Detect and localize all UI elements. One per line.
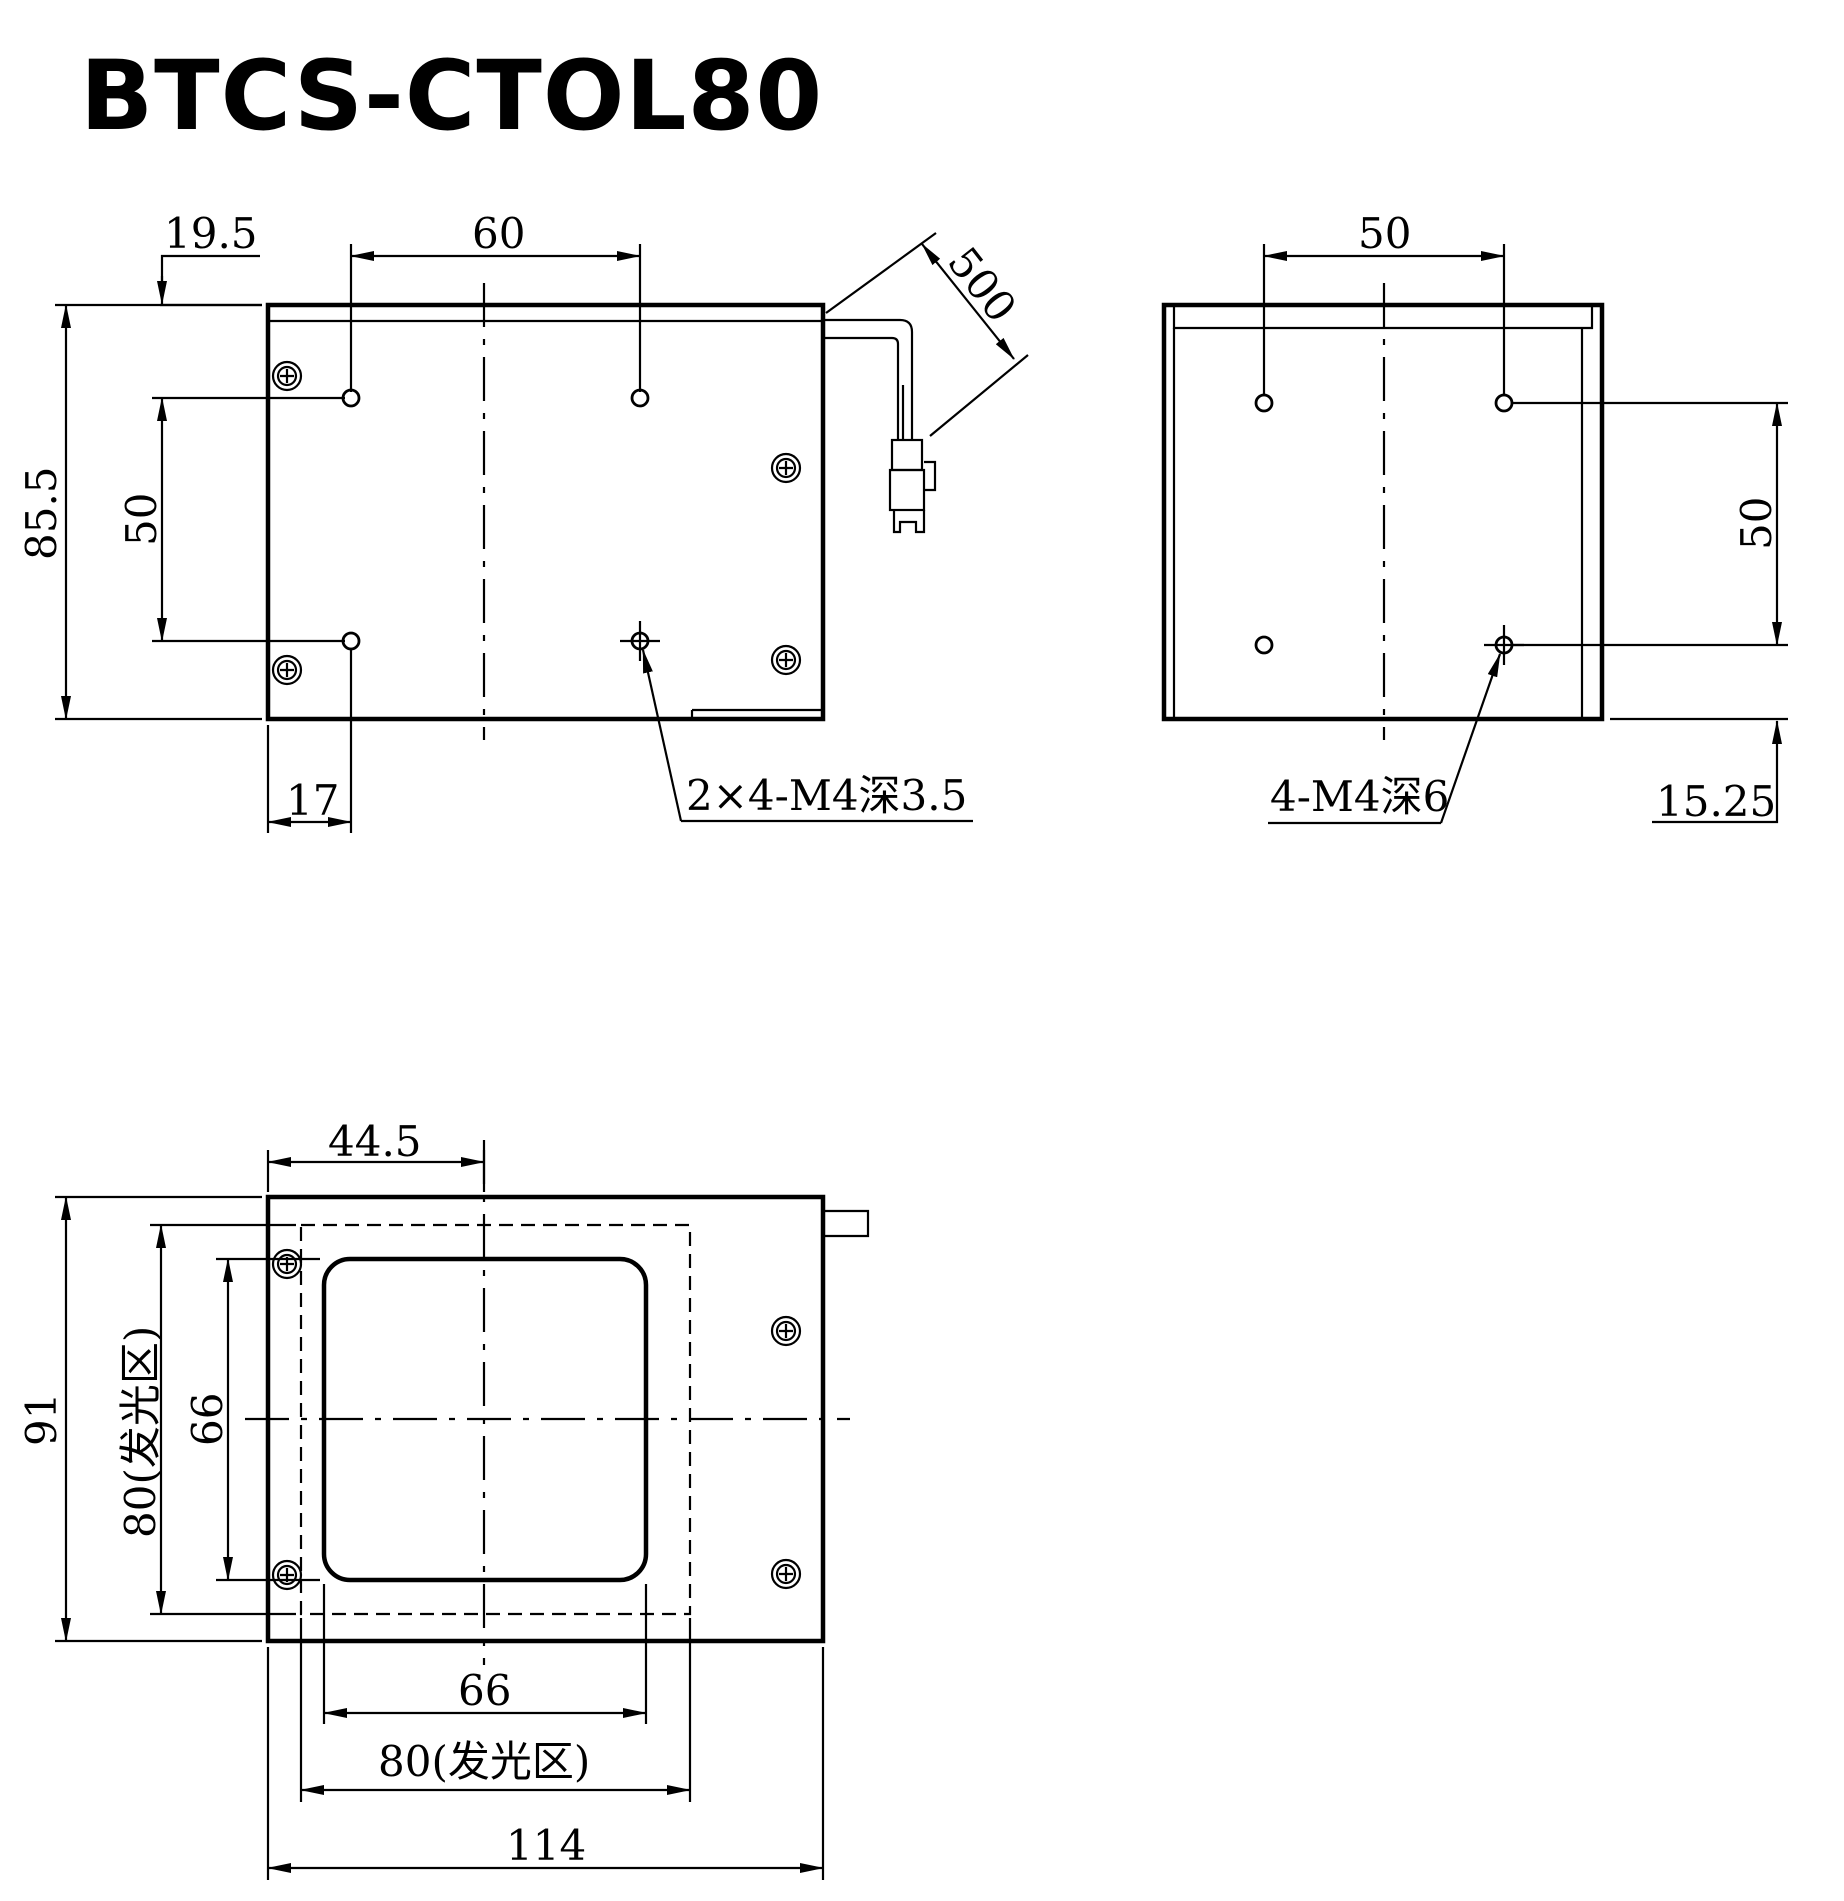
dim-15-25: 15.25 <box>1610 717 1788 826</box>
screw-tl-1 <box>271 360 303 392</box>
screw-b-4 <box>770 1558 802 1590</box>
dim-80-v-label: 80(发光区) <box>116 1326 165 1538</box>
drawing-title: BTCS-CTOL80 <box>80 40 824 152</box>
dim-114-label: 114 <box>506 1821 586 1870</box>
hole-note-tl-label: 2×4-M4深3.5 <box>686 771 967 820</box>
screw-tl-2 <box>271 654 303 686</box>
hole-note-tl: 2×4-M4深3.5 <box>641 649 973 823</box>
dim-44-5: 44.5 <box>266 1117 486 1192</box>
screw-tl-3 <box>770 452 802 484</box>
dim-19-5-label: 19.5 <box>164 209 258 258</box>
dim-60-label: 60 <box>472 209 525 258</box>
dim-50-tr-right-label: 50 <box>1732 497 1781 550</box>
dim-66-v-label: 66 <box>183 1393 232 1446</box>
hole-note-tr-label: 4-M4深6 <box>1270 772 1449 821</box>
dim-50-tr-top-label: 50 <box>1358 209 1411 258</box>
dim-66-h-label: 66 <box>458 1666 511 1715</box>
dim-500-label: 500 <box>938 238 1026 331</box>
m4-hole-tr-1 <box>1254 393 1274 413</box>
dim-85-5: 85.5 <box>17 303 262 721</box>
cable-stub <box>823 1209 870 1238</box>
screw-b-1 <box>271 1248 303 1280</box>
dim-44-5-label: 44.5 <box>328 1117 422 1166</box>
body-outline-tl <box>265 302 826 722</box>
dim-50-tl: 50 <box>117 396 345 643</box>
m4-hole-tr-2 <box>1494 393 1514 413</box>
dim-80-h-label: 80(发光区) <box>378 1737 590 1786</box>
dim-66-v: 66 <box>183 1257 320 1582</box>
dim-19-5: 19.5 <box>157 209 262 307</box>
dim-80-h: 80(发光区) <box>299 1618 692 1802</box>
top-left-view: 19.5 60 500 85.5 50 <box>17 209 1029 833</box>
dim-15-25-label: 15.25 <box>1656 777 1776 826</box>
m4-hole-tr-3 <box>1254 635 1274 655</box>
dim-50-tl-label: 50 <box>117 493 166 546</box>
hole-note-tr: 4-M4深6 <box>1268 653 1502 825</box>
dim-50-tr-right: 50 <box>1511 401 1788 647</box>
m4-hole-tl-1 <box>341 388 361 408</box>
screw-b-3 <box>770 1315 802 1347</box>
screw-b-2 <box>271 1559 303 1591</box>
bottom-view: 44.5 91 80(发光区) 66 66 <box>17 1117 870 1880</box>
dim-91-label: 91 <box>17 1393 66 1446</box>
dim-114: 114 <box>266 1647 825 1880</box>
m4-hole-tl-2 <box>630 388 650 408</box>
dim-50-tr-top: 50 <box>1262 209 1506 396</box>
m4-hole-tl-3 <box>341 631 361 651</box>
dim-17: 17 <box>266 648 353 833</box>
dim-60: 60 <box>349 209 642 392</box>
screw-tl-4 <box>770 644 802 676</box>
dim-17-label: 17 <box>286 776 339 825</box>
dim-500: 500 <box>825 232 1029 437</box>
top-right-view: 50 50 15.25 4-M4深6 <box>1161 209 1788 826</box>
dim-85-5-label: 85.5 <box>17 466 66 560</box>
dim-66-h: 66 <box>322 1584 648 1724</box>
cable-connector <box>823 318 937 534</box>
dim-91: 91 <box>17 1195 262 1643</box>
dim-80-v: 80(发光区) <box>116 1223 296 1616</box>
